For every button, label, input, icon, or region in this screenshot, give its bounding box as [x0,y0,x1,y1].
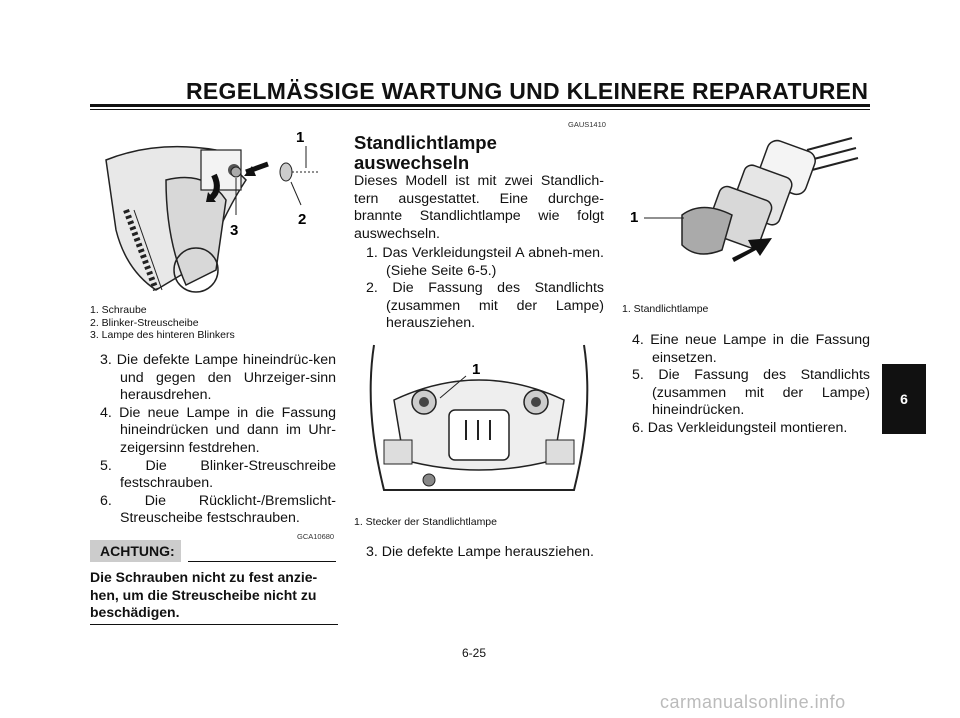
callout-3: 3 [230,222,238,239]
header-rule [90,104,870,107]
caution-bottom-rule [90,624,338,625]
watermark: carmanualsonline.info [660,692,846,712]
callout-1: 1 [630,209,638,226]
right-figure-caption: 1. Standlichtlampe [622,303,709,315]
header-rule-thin [90,109,870,110]
step-6-right: 6. Das Verkleidungsteil montieren. [632,419,848,436]
step-1: 1. Das Verkleidungsteil A abneh-men. (Si… [366,245,604,279]
rear-turn-signal-illustration: 1 2 3 [96,120,336,300]
step-2: 2. Die Fassung des Standlichts (zusammen… [366,280,604,332]
section-heading: Standlichtlampe auswechseln [354,133,497,173]
page-header-title: REGELMÄSSIGE WARTUNG UND KLEINERE REPARA… [186,78,869,104]
achtung-rule [188,561,336,562]
caption-item: 1. Schraube [90,304,147,316]
position-light-socket-illustration: 1 [369,344,589,491]
heading-line-1: Standlichtlampe [354,132,497,153]
step-5-right: 5. Die Fassung des Standlichts (zusammen… [632,367,870,419]
step-4-right: 4. Eine neue Lampe in die Fassung einset… [632,332,870,366]
section-code: GAUS1410 [568,120,606,129]
callout-1: 1 [472,361,480,378]
heading-line-2: auswechseln [354,152,470,173]
bulb-socket-illustration: 1 [630,137,859,262]
left-figure-captions: 1. Schraube 2. Blinker-Streuscheibe 3. L… [90,304,340,342]
section-intro: Dieses Modell ist mit zwei Standlich-ter… [354,173,604,242]
right-steps: 4. Eine neue Lampe in die Fassung einset… [632,332,870,438]
page-number: 6-25 [462,646,487,660]
step-6: 6. Die Rücklicht-/Bremslicht-Streuscheib… [100,492,336,527]
chapter-tab: 6 [882,364,926,434]
caution-text: Die Schrauben nicht zu fest anzie-hen, u… [90,569,318,621]
step-4: 4. Die neue Lampe in die Fassung hineind… [100,404,336,456]
middle-steps: 1. Das Verkleidungsteil A abneh-men. (Si… [366,245,604,333]
caption-item: 2. Blinker-Streuscheibe [90,316,199,329]
step-3: 3. Die defekte Lampe hineindrüc-ken und … [100,352,336,404]
step-3-middle: 3. Die defekte Lampe herausziehen. [366,544,594,560]
left-steps: 3. Die defekte Lampe hineindrüc-ken und … [100,352,336,528]
achtung-label: ACHTUNG: [90,540,181,562]
caption-item: 3. Lampe des hinteren Blinkers [90,329,235,341]
callout-1: 1 [296,129,304,146]
callout-2: 2 [298,211,306,228]
caution-code: GCA10680 [297,532,335,541]
step-5: 5. Die Blinker-Streuschreibe festschraub… [100,457,336,492]
middle-figure-caption: 1. Stecker der Standlichtlampe [354,516,497,528]
